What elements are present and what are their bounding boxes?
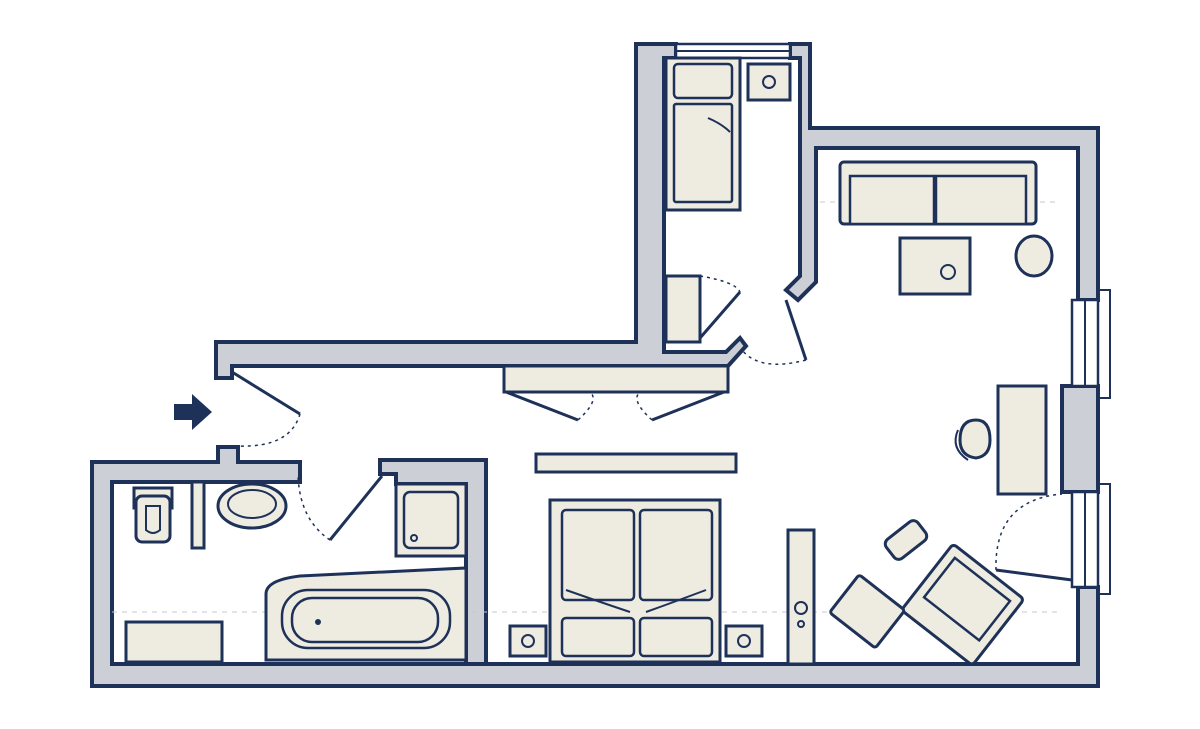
outer-wall-shell [90,445,1100,688]
night-table-right [724,624,764,658]
tv-unit [534,452,738,474]
bathroom [124,480,468,664]
windows [674,42,1111,595]
night-table-kids [746,62,792,102]
double-bed-pillow-left [560,508,636,602]
kids-wardrobe [664,274,702,344]
balcony-door [995,568,1073,582]
entrance-door [231,370,301,416]
corridor-top-wall [214,42,749,380]
armchair [901,543,1024,666]
side-cushion [883,519,929,561]
kids-room-right-wall [783,42,1100,303]
footstool [829,574,906,649]
toilet [134,494,172,544]
tall-cabinet [786,528,816,666]
double-bed-pillow-right [638,508,714,602]
coffee-table [898,236,972,296]
round-table [1014,234,1054,278]
bedroom [508,498,816,666]
desk [996,384,1048,496]
right-wall-mid [1060,384,1100,494]
desk-chair [958,418,992,460]
bath-bench [124,620,224,664]
kids-room-door [784,299,808,361]
bathroom-door [328,475,384,541]
night-table-left [508,624,548,658]
doors [231,275,1073,582]
single-bed-pillow [672,62,734,100]
corridor-wardrobe [502,364,730,394]
kids-room [664,56,792,344]
bathroom-divider [190,480,206,550]
living-area [829,160,1054,666]
entrance-arrow-icon [174,394,212,430]
single-bed-blanket [672,102,734,204]
exterior-walls [90,42,1100,688]
